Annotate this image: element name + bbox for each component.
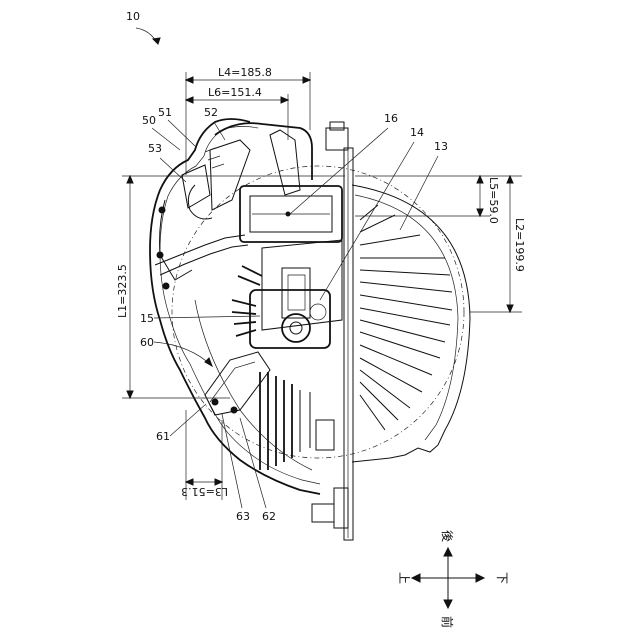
dim-label-L4: L4=185.8 [218,66,272,79]
leader-60 [154,342,212,366]
direction-indicator: 上 下 後 前 [397,530,509,628]
blade-guard [352,185,470,462]
direction-rear: 後 [440,530,454,542]
leader-13 [400,156,438,230]
leader-16 [290,128,388,214]
saw-housing [150,119,320,494]
dimension-L1: L1=323.5 [116,176,345,398]
ref-label-14: 14 [410,126,424,139]
ref-label-61: 61 [156,430,170,443]
dim-label-L6: L6=151.4 [208,86,262,99]
ref-leader-10 [136,28,158,44]
ref-label-10: 10 [126,10,140,23]
direction-down: 下 [495,572,509,584]
leader-52 [214,122,225,140]
ref-label-60: 60 [140,336,154,349]
dimension-L6: L6=151.4 [186,86,288,140]
leader-51 [168,120,195,146]
base-plate [312,122,353,540]
dim-label-L3: L3=51.3 [181,485,228,498]
ref-label-51: 51 [158,106,172,119]
ref-label-62: 62 [262,510,276,523]
ref-label-63: 63 [236,510,250,523]
dim-label-L2: L2=199.9 [513,218,526,272]
ref-label-53: 53 [148,142,162,155]
leader-14 [320,142,414,300]
direction-front: 前 [440,616,455,628]
battery-pack [240,186,342,242]
dim-label-L5: L5=59.0 [487,177,500,224]
leader-61 [170,404,206,436]
dim-label-L1: L1=323.5 [116,264,129,318]
leader-53 [160,158,186,182]
saw-blade [172,166,464,458]
arrow-60 [205,358,212,366]
handle-assembly [155,123,312,289]
direction-up: 上 [397,572,411,584]
ref-arrow-10 [153,38,160,44]
ref-label-16: 16 [384,112,398,125]
motor-housing [232,240,342,348]
ref-label-50: 50 [142,114,156,127]
ref-label-13: 13 [434,140,448,153]
lower-guard-lever [205,352,334,470]
ref-label-52: 52 [204,106,218,119]
ref-label-15: 15 [140,312,154,325]
